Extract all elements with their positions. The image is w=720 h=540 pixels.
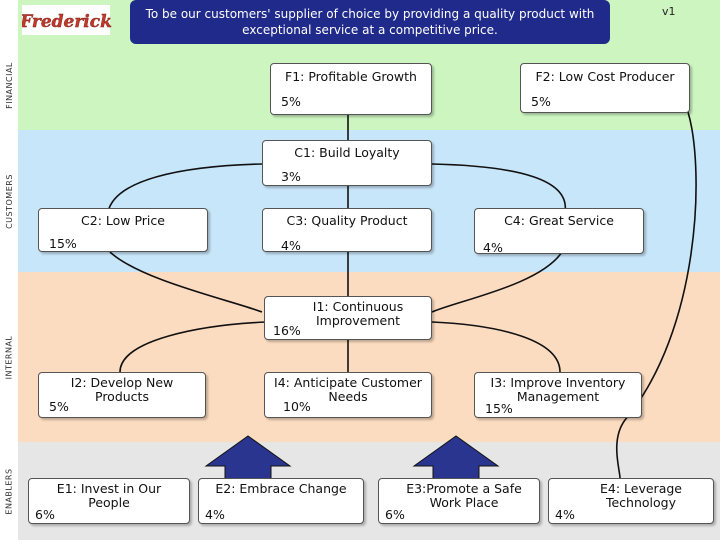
objective-weight: 4% [281, 238, 301, 253]
objective-title: E3:Promote a Safe Work Place [406, 481, 522, 510]
objective-c4[interactable]: C4: Great Service 4% [474, 208, 644, 255]
objective-weight: 5% [281, 94, 301, 109]
objective-e2[interactable]: E2: Embrace Change 4% [198, 478, 364, 524]
objective-weight: 3% [281, 169, 301, 184]
objective-e4[interactable]: E4: Leverage Technology 4% [548, 478, 714, 524]
up-arrow-icon [204, 435, 292, 481]
objective-title: E2: Embrace Change [215, 481, 347, 496]
objective-weight: 15% [485, 401, 513, 416]
objective-weight: 15% [49, 236, 77, 251]
objective-f2[interactable]: F2: Low Cost Producer 5% [520, 63, 690, 113]
link-c1-c2 [107, 163, 263, 213]
link-i3-i1 [431, 321, 561, 373]
objective-title: E4: Leverage Technology [600, 481, 682, 510]
objective-i2[interactable]: I2: Develop New Products 5% [38, 372, 206, 418]
objective-e3[interactable]: E3:Promote a Safe Work Place 6% [378, 478, 540, 524]
objective-weight: 4% [483, 240, 503, 255]
objective-title: C1: Build Loyalty [294, 145, 400, 160]
objective-weight: 6% [385, 507, 405, 522]
objective-weight: 4% [555, 507, 575, 522]
link-c2-i1 [109, 251, 263, 313]
frederick-logo: Frederick [19, 3, 112, 39]
objective-c2[interactable]: C2: Low Price 15% [38, 208, 208, 252]
objective-title: I2: Develop New Products [70, 375, 174, 404]
objective-c3[interactable]: C3: Quality Product 4% [262, 208, 432, 253]
objective-title: I3: Improve Inventory Management [490, 375, 626, 404]
link-i2-i1 [119, 321, 267, 373]
objective-f1[interactable]: F1: Profitable Growth 5% [270, 63, 432, 115]
objective-e1[interactable]: E1: Invest in Our People 6% [28, 478, 190, 524]
link-f2-e4 [615, 111, 697, 479]
objective-i1[interactable]: I1: Continuous Improvement 16% [264, 296, 432, 340]
link-c4-i1 [431, 251, 563, 313]
objective-weight: 5% [49, 399, 69, 414]
objective-title: I4: Anticipate Customer Needs [274, 375, 422, 404]
objective-i3[interactable]: I3: Improve Inventory Management 15% [474, 372, 642, 418]
objective-title: C3: Quality Product [286, 213, 408, 228]
objective-weight: 4% [205, 507, 225, 522]
objective-title: I1: Continuous Improvement [312, 299, 404, 328]
objective-weight: 10% [283, 399, 311, 414]
objective-title: E1: Invest in Our People [56, 481, 162, 510]
up-arrow-icon [412, 435, 500, 481]
version-label: v1 [662, 5, 676, 18]
mission-statement: To be our customers' supplier of choice … [130, 0, 610, 44]
link-c1-c4 [431, 163, 567, 213]
objective-title: C4: Great Service [504, 213, 614, 228]
objective-i4[interactable]: I4: Anticipate Customer Needs 10% [264, 372, 432, 418]
objective-title: F2: Low Cost Producer [535, 69, 675, 84]
objective-c1[interactable]: C1: Build Loyalty 3% [262, 140, 432, 186]
svg-text:Frederick: Frederick [22, 12, 112, 32]
objective-title: F1: Profitable Growth [285, 69, 417, 84]
objective-title: C2: Low Price [81, 213, 165, 228]
objective-weight: 16% [273, 323, 301, 338]
objective-weight: 6% [35, 507, 55, 522]
objective-weight: 5% [531, 94, 551, 109]
